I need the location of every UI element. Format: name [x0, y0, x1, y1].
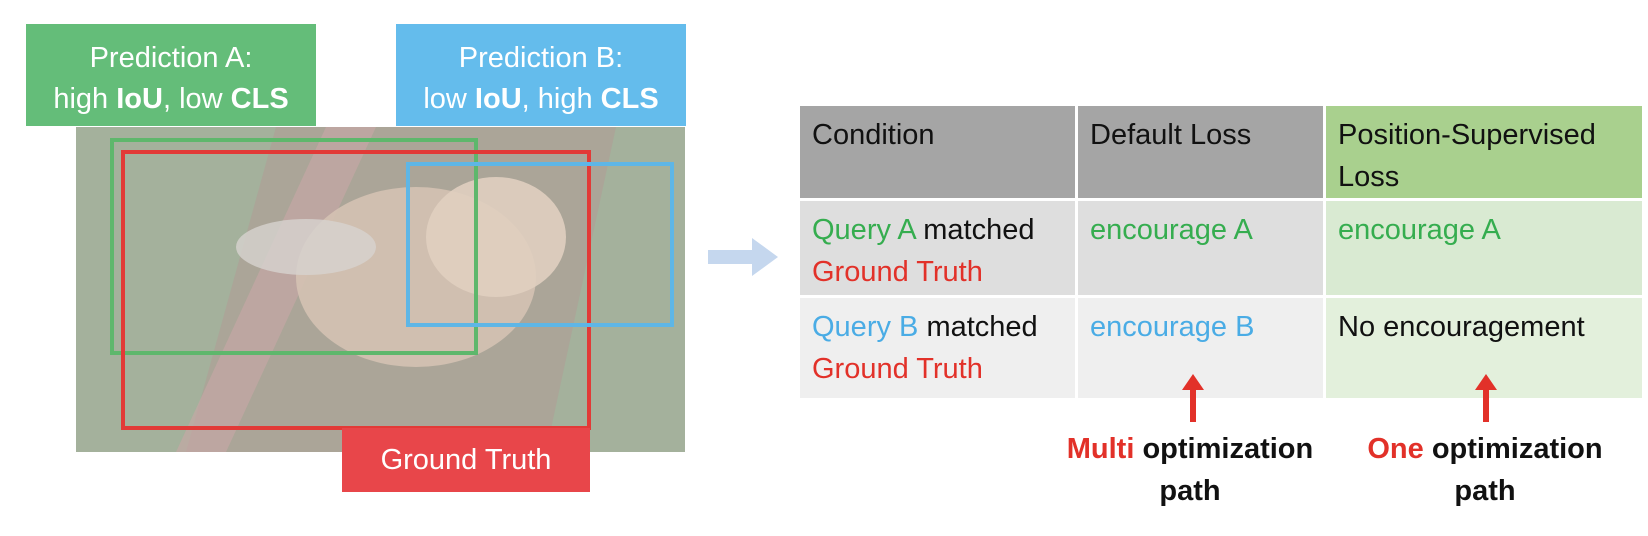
kitten-head: [426, 177, 566, 297]
ground-truth-label: Ground Truth: [342, 428, 590, 492]
prediction-a-title: Prediction A:: [89, 42, 253, 74]
chair-stripe: [176, 127, 376, 452]
prediction-b-label: Prediction B: low IoU, high CLS: [396, 24, 686, 126]
row1-condition: Query A matched Ground Truth: [800, 201, 1078, 298]
prediction-a-label: Prediction A: high IoU, low CLS: [26, 24, 316, 126]
right-arrow-icon: [708, 238, 778, 276]
row1-position-supervised: encourage A: [1326, 201, 1642, 298]
row1-default-loss: encourage A: [1078, 201, 1326, 298]
prediction-a-desc: high IoU, low CLS: [53, 83, 289, 115]
up-arrow-icon-position: [1475, 374, 1497, 422]
header-condition: Condition: [800, 106, 1078, 201]
kitten-paw: [236, 219, 376, 275]
row2-condition: Query B matched Ground Truth: [800, 298, 1078, 398]
row2-default-loss: encourage B: [1078, 298, 1326, 398]
prediction-a-box: [110, 138, 478, 355]
prediction-b-title: Prediction B:: [458, 42, 624, 74]
up-arrow-icon-default: [1182, 374, 1204, 422]
prediction-b-box: [406, 162, 674, 327]
note-multi-path: Multi optimization path: [1066, 433, 1314, 507]
prediction-b-desc: low IoU, high CLS: [423, 83, 659, 115]
header-position-supervised-loss: Position-Supervised Loss: [1326, 106, 1642, 201]
header-default-loss: Default Loss: [1078, 106, 1326, 201]
note-one-path: One optimization path: [1367, 433, 1603, 507]
